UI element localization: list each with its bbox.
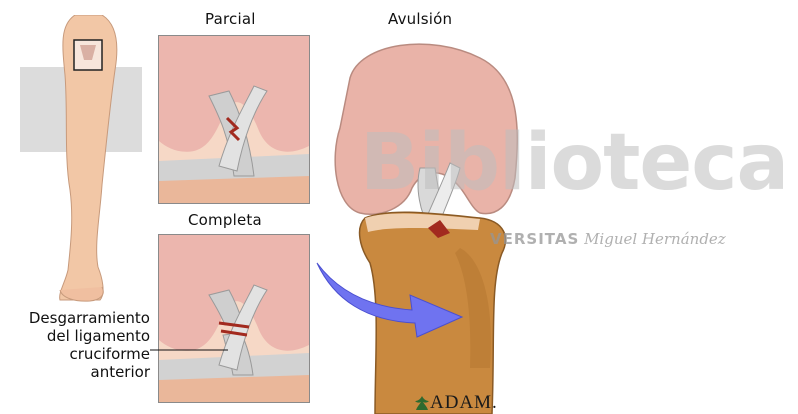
leg-illustration [20,15,145,305]
watermark-university-name: Miguel Hernández [584,230,726,248]
label-avulsion: Avulsión [388,10,452,28]
caption-line-3: cruciforme [14,345,150,363]
caption-line-2: del ligamento [14,327,150,345]
caption-acl-tear: Desgarramiento del ligamento cruciforme … [14,309,150,381]
label-parcial: Parcial [205,10,256,28]
caption-line-1: Desgarramiento [14,309,150,327]
caption-line-4: anterior [14,363,150,381]
complete-tear-illustration [159,235,309,402]
panel-parcial [158,35,310,204]
label-completa: Completa [188,211,262,229]
panel-completa [158,234,310,403]
watermark-university-prefix: VERSITAS [490,230,579,248]
partial-tear-illustration [159,36,309,203]
adam-logo-text: ADAM. [430,392,498,414]
watermark-biblioteca: Biblioteca [360,118,788,208]
caption-pointer-line [150,345,230,355]
knee-avulsion-illustration [320,38,530,414]
direction-arrow [312,255,472,340]
watermark-university: VERSITAS Miguel Hernández [490,230,726,248]
adam-logo-icon [414,395,430,411]
